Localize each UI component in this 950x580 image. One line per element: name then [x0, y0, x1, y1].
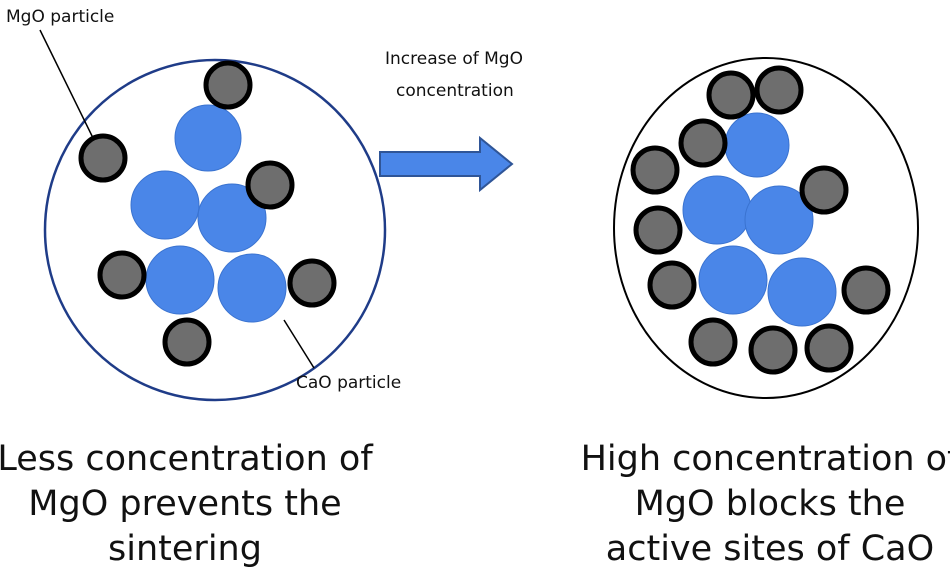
right-container-circle [613, 57, 919, 399]
left-mgo-group [78, 60, 337, 367]
cao-particle [724, 112, 790, 178]
arrow-label-line2: concentration [396, 81, 514, 101]
mgo-particle-label: MgO particle [6, 7, 114, 27]
left-cao-group [130, 104, 287, 323]
left-caption-line2: MgO prevents the [28, 484, 341, 524]
mgo-particle [706, 70, 756, 120]
mgo-particle [748, 325, 798, 375]
cao-particle [698, 245, 768, 315]
cao-leader-line [283, 319, 315, 369]
mgo-leader-line [39, 29, 95, 141]
mgo-particle [245, 160, 295, 210]
cao-particle [197, 183, 267, 253]
mgo-particle [78, 133, 128, 183]
cao-particle [145, 245, 215, 315]
right-mgo-group [630, 65, 891, 375]
mgo-particle [203, 60, 253, 110]
right-caption-line1: High concentration of [581, 439, 950, 479]
left-container-circle [43, 58, 387, 402]
cao-particle [217, 253, 287, 323]
right-cao-group [682, 112, 837, 327]
mgo-particle [688, 317, 738, 367]
cao-particle-label: CaO particle [296, 373, 401, 393]
cao-particle [682, 175, 752, 245]
left-caption: Less concentration of MgO prevents the s… [0, 439, 373, 569]
right-caption-line2: MgO blocks the [635, 484, 906, 524]
mgo-particle [633, 205, 683, 255]
left-caption-line1: Less concentration of [0, 439, 373, 479]
mgo-particle [162, 317, 212, 367]
right-caption: High concentration of MgO blocks the act… [581, 439, 950, 569]
mgo-particle [804, 323, 854, 373]
mgo-particle [647, 260, 697, 310]
arrow-label-line1: Increase of MgO [385, 49, 523, 69]
right-arrow-icon [379, 135, 514, 193]
cao-particle [174, 104, 242, 172]
mgo-particle [97, 250, 147, 300]
cao-particle [744, 185, 814, 255]
cao-particle [130, 170, 200, 240]
mgo-particle [841, 265, 891, 315]
mgo-particle [630, 145, 680, 195]
right-caption-line3: active sites of CaO [606, 529, 934, 569]
mgo-particle [799, 165, 849, 215]
cao-particle [767, 257, 837, 327]
mgo-particle [754, 65, 804, 115]
left-caption-line3: sintering [108, 529, 262, 569]
mgo-particle [287, 258, 337, 308]
mgo-particle [678, 118, 728, 168]
